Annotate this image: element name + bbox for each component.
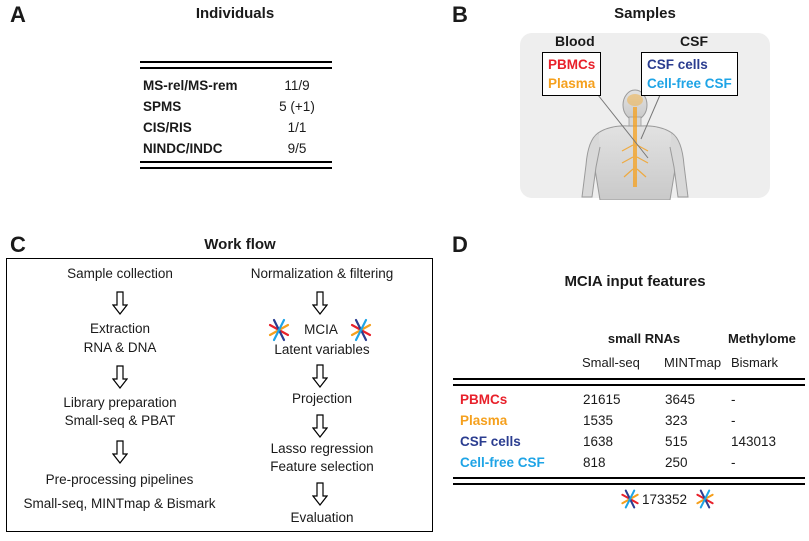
workflow-step: Pre-processing pipelines bbox=[45, 472, 194, 487]
methylome-header: Methylome bbox=[728, 331, 796, 346]
table-row-label: PBMCs bbox=[460, 392, 508, 407]
table-rule bbox=[140, 61, 332, 63]
table-cell: 818 bbox=[583, 455, 606, 470]
panel-d-title: MCIA input features bbox=[564, 273, 706, 290]
workflow-step: Latent variables bbox=[274, 342, 370, 357]
panel-b-title: Samples bbox=[614, 5, 676, 22]
workflow-step: Small-seq & PBAT bbox=[64, 413, 176, 428]
mcia-axes-icon bbox=[268, 318, 290, 342]
blood-sample-box: PBMCs Plasma bbox=[542, 52, 602, 96]
workflow-step: RNA & DNA bbox=[83, 340, 157, 355]
down-arrow-icon bbox=[112, 365, 128, 389]
workflow-step: Feature selection bbox=[270, 459, 374, 474]
human-body-icon bbox=[581, 89, 689, 200]
panel-c-letter: C bbox=[10, 232, 26, 257]
table-row-label: SPMS bbox=[143, 99, 182, 114]
table-row-value: 9/5 bbox=[287, 141, 307, 156]
table-cell: - bbox=[731, 413, 736, 428]
workflow-box bbox=[6, 258, 433, 532]
workflow-step: Normalization & filtering bbox=[250, 266, 394, 281]
table-cell: 143013 bbox=[731, 434, 777, 449]
workflow-step: Extraction bbox=[89, 321, 151, 336]
workflow-step: Sample collection bbox=[67, 266, 173, 281]
mcia-axes-icon bbox=[621, 489, 639, 509]
down-arrow-icon bbox=[112, 291, 128, 315]
workflow-step: Library preparation bbox=[63, 395, 177, 410]
workflow-step: Small-seq, MINTmap & Bismark bbox=[23, 496, 216, 511]
column-header: Small-seq bbox=[582, 355, 640, 370]
table-rule bbox=[453, 384, 805, 386]
csf-cells-label: CSF cells bbox=[647, 57, 708, 72]
table-rule bbox=[453, 483, 805, 485]
panel-d-letter: D bbox=[452, 232, 468, 257]
table-rule bbox=[453, 378, 805, 380]
table-rule bbox=[140, 67, 332, 69]
cell-free-csf-label: Cell-free CSF bbox=[647, 76, 732, 91]
table-rule bbox=[140, 161, 332, 163]
table-cell: 1535 bbox=[583, 413, 614, 428]
panel-c-title: Work flow bbox=[204, 236, 276, 253]
total-features: 173352 bbox=[642, 492, 688, 507]
down-arrow-icon bbox=[312, 482, 328, 506]
small-rnas-header: small RNAs bbox=[607, 331, 681, 346]
table-row-label: CIS/RIS bbox=[143, 120, 192, 135]
blood-title: Blood bbox=[555, 33, 595, 49]
table-cell: 21615 bbox=[583, 392, 621, 407]
table-cell: 1638 bbox=[583, 434, 614, 449]
table-cell: 250 bbox=[665, 455, 688, 470]
csf-title: CSF bbox=[680, 33, 708, 49]
down-arrow-icon bbox=[112, 440, 128, 464]
column-header: Bismark bbox=[731, 355, 778, 370]
column-header: MINTmap bbox=[664, 355, 722, 370]
workflow-step: Lasso regression bbox=[270, 441, 374, 456]
workflow-step: Projection bbox=[291, 391, 353, 406]
table-row-value: 5 (+1) bbox=[279, 99, 315, 114]
down-arrow-icon bbox=[312, 414, 328, 438]
table-rule bbox=[140, 167, 332, 169]
workflow-step: Evaluation bbox=[290, 510, 354, 525]
table-row-value: 1/1 bbox=[287, 120, 307, 135]
table-cell: 323 bbox=[665, 413, 688, 428]
table-cell: 515 bbox=[665, 434, 688, 449]
csf-sample-box: CSF cells Cell-free CSF bbox=[641, 52, 738, 96]
down-arrow-icon bbox=[312, 291, 328, 315]
table-rule bbox=[453, 477, 805, 479]
table-row-label: Plasma bbox=[460, 413, 508, 428]
mcia-axes-icon bbox=[350, 318, 372, 342]
panel-a-title: Individuals bbox=[195, 5, 275, 22]
workflow-step: MCIA bbox=[304, 322, 338, 337]
mcia-axes-icon bbox=[696, 489, 714, 509]
panel-b-letter: B bbox=[452, 2, 468, 27]
pbmcs-label: PBMCs bbox=[548, 57, 596, 72]
table-row-label: Cell-free CSF bbox=[460, 455, 545, 470]
table-row-label: CSF cells bbox=[460, 434, 521, 449]
table-cell: 3645 bbox=[665, 392, 696, 407]
table-row-label: MS-rel/MS-rem bbox=[143, 78, 238, 93]
plasma-label: Plasma bbox=[548, 76, 596, 91]
table-row-value: 11/9 bbox=[284, 78, 310, 93]
table-cell: - bbox=[731, 455, 736, 470]
sample-connector-lines bbox=[597, 94, 661, 159]
down-arrow-icon bbox=[312, 364, 328, 388]
table-cell: - bbox=[731, 392, 736, 407]
table-row-label: NINDC/INDC bbox=[143, 141, 223, 156]
panel-a-letter: A bbox=[10, 2, 26, 27]
